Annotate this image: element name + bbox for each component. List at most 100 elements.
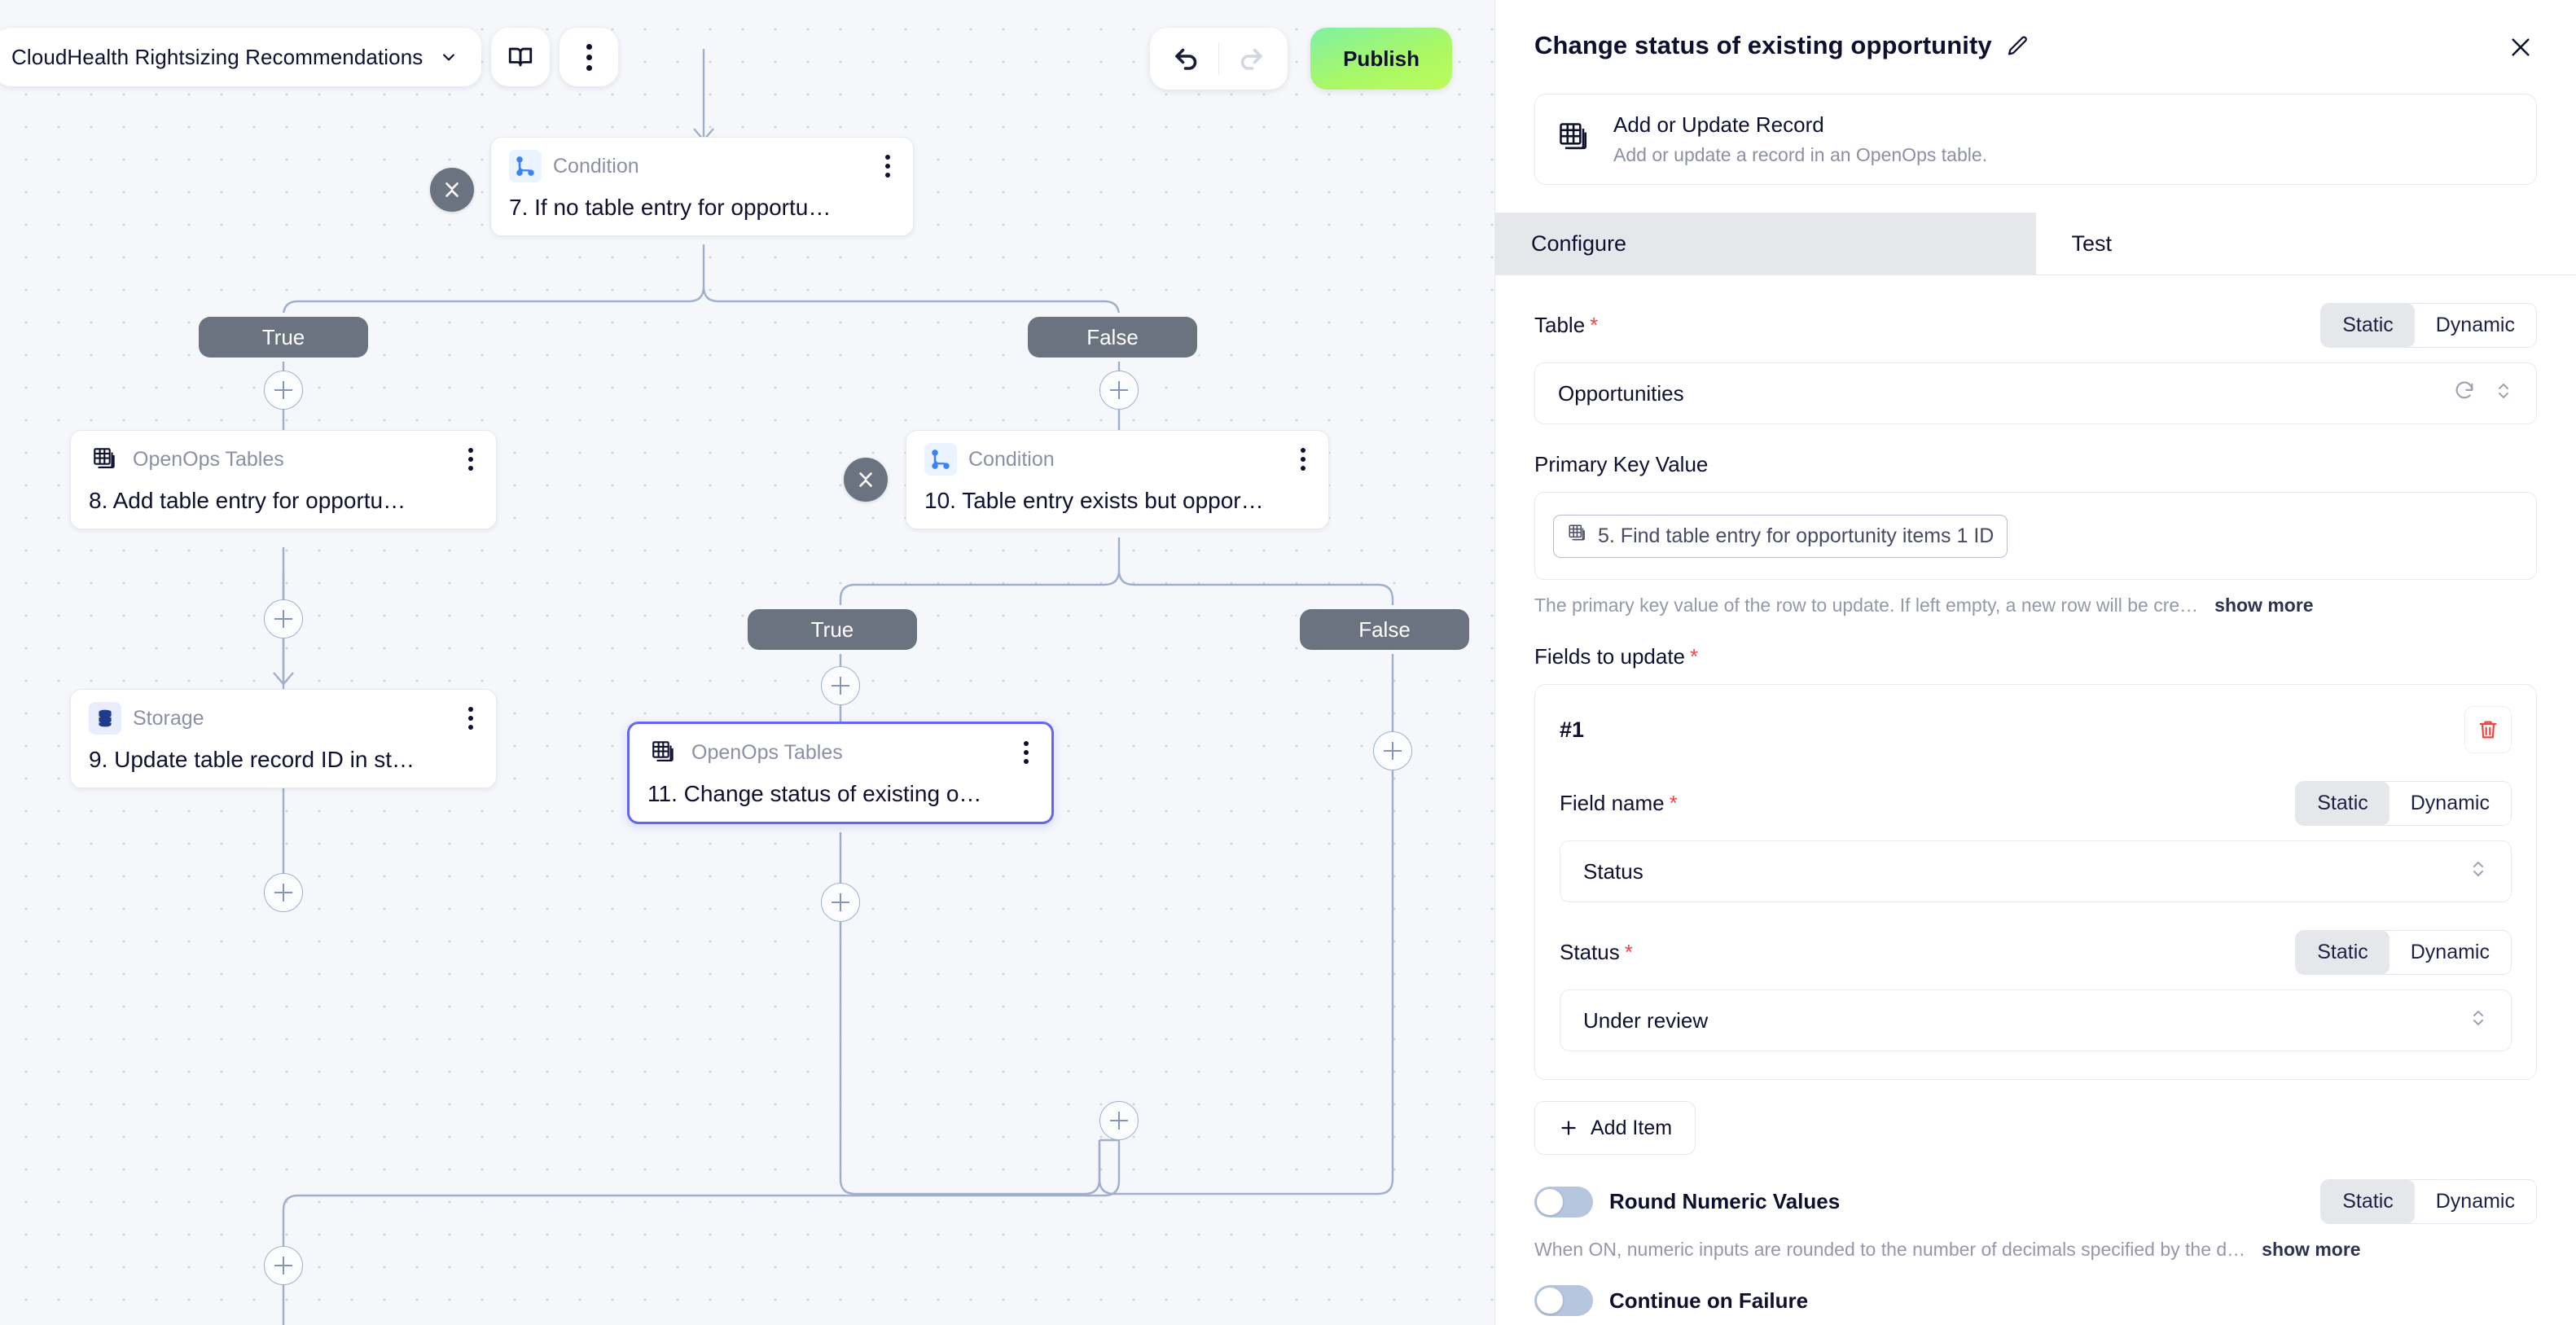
flow-more-menu-button[interactable] bbox=[560, 28, 619, 86]
openops-tables-icon bbox=[647, 736, 680, 769]
primary-key-helper-text: The primary key value of the row to upda… bbox=[1534, 594, 2199, 616]
primary-key-chip-label: 5. Find table entry for opportunity item… bbox=[1598, 524, 1995, 547]
node-header: OpenOps Tables bbox=[89, 442, 480, 476]
table-mode-static[interactable]: Static bbox=[2321, 304, 2415, 347]
add-step-button-true-7[interactable] bbox=[264, 371, 303, 410]
fields-to-update-label: Fields to update* bbox=[1534, 644, 1699, 669]
node-menu-button[interactable] bbox=[462, 445, 480, 474]
field-name-select[interactable]: Status bbox=[1560, 840, 2512, 902]
field-name-mode-static[interactable]: Static bbox=[2296, 782, 2389, 825]
panel-title: Change status of existing opportunity bbox=[1534, 31, 1992, 59]
field-item-index: #1 bbox=[1560, 717, 1585, 742]
undo-icon bbox=[1175, 48, 1197, 70]
step-settings-panel: Change status of existing opportunity Ad… bbox=[1494, 0, 2576, 1325]
round-numeric-label: Round Numeric Values bbox=[1609, 1189, 1841, 1213]
plus-icon bbox=[1561, 1121, 1576, 1135]
delete-field-button[interactable] bbox=[2464, 706, 2512, 753]
round-numeric-helper-text: When ON, numeric inputs are rounded to t… bbox=[1534, 1239, 2246, 1260]
status-mode-toggle: Static Dynamic bbox=[2295, 930, 2512, 975]
add-step-button-true-10[interactable] bbox=[821, 666, 860, 705]
branch-label-true-10[interactable]: True bbox=[748, 609, 917, 650]
piece-name: Add or Update Record bbox=[1613, 112, 1824, 137]
docs-button[interactable] bbox=[491, 28, 551, 86]
field-name-mode-toggle: Static Dynamic bbox=[2295, 781, 2512, 826]
node-header: Storage bbox=[89, 701, 480, 735]
chevrons-up-down-icon[interactable] bbox=[2494, 380, 2513, 408]
node-kind-label: OpenOps Tables bbox=[133, 447, 284, 471]
flow-node-storage-9[interactable]: Storage 9. Update table record ID in st… bbox=[70, 689, 497, 788]
continue-on-failure-toggle[interactable] bbox=[1534, 1285, 1593, 1316]
node-menu-button[interactable] bbox=[462, 704, 480, 733]
add-step-button-after-11[interactable] bbox=[821, 883, 860, 922]
add-step-button-merge-10[interactable] bbox=[1099, 1101, 1139, 1140]
table-mode-dynamic[interactable]: Dynamic bbox=[2414, 304, 2536, 347]
add-step-button-false-7[interactable] bbox=[1099, 371, 1139, 410]
collapse-branch-button-7[interactable] bbox=[430, 168, 474, 212]
status-mode-dynamic[interactable]: Dynamic bbox=[2389, 931, 2511, 974]
refresh-icon[interactable] bbox=[2453, 380, 2476, 408]
status-label-row: Status* Static Dynamic bbox=[1560, 930, 2512, 975]
toolbar-divider bbox=[1218, 42, 1220, 75]
add-step-button-after-9[interactable] bbox=[264, 873, 303, 912]
node-menu-button[interactable] bbox=[1294, 445, 1312, 474]
book-icon bbox=[509, 47, 533, 67]
node-kind-label: Condition bbox=[968, 447, 1055, 471]
status-label: Status* bbox=[1560, 940, 1633, 964]
status-select[interactable]: Under review bbox=[1560, 989, 2512, 1051]
primary-key-show-more[interactable]: show more bbox=[2214, 594, 2314, 616]
close-icon[interactable] bbox=[2504, 31, 2537, 68]
chevrons-up-down-icon[interactable] bbox=[2468, 858, 2488, 886]
node-menu-button[interactable] bbox=[879, 151, 897, 181]
openops-tables-icon bbox=[1567, 523, 1588, 550]
database-icon bbox=[89, 702, 121, 735]
flow-node-condition-10[interactable]: Condition 10. Table entry exists but opp… bbox=[906, 430, 1329, 529]
chevrons-up-down-icon[interactable] bbox=[2468, 1007, 2488, 1035]
table-select[interactable]: Opportunities bbox=[1534, 362, 2537, 424]
node-kind-label: OpenOps Tables bbox=[691, 740, 843, 764]
field-name-mode-dynamic[interactable]: Dynamic bbox=[2389, 782, 2511, 825]
round-numeric-helper: When ON, numeric inputs are rounded to t… bbox=[1534, 1239, 2537, 1261]
node-kind-label: Condition bbox=[553, 154, 639, 178]
tab-test[interactable]: Test bbox=[2035, 213, 2576, 274]
add-item-button[interactable]: Add Item bbox=[1534, 1101, 1696, 1155]
add-step-button-false-10[interactable] bbox=[1373, 731, 1412, 770]
primary-key-input[interactable]: 5. Find table entry for opportunity item… bbox=[1534, 492, 2537, 580]
flow-node-openops-tables-11[interactable]: OpenOps Tables 11. Change status of exis… bbox=[627, 722, 1054, 824]
collapse-chevrons-icon bbox=[445, 182, 459, 197]
add-step-button-merge-7[interactable] bbox=[264, 1246, 303, 1285]
add-item-label: Add Item bbox=[1591, 1116, 1673, 1139]
condition-branch-icon bbox=[924, 443, 957, 476]
node-title-label: 7. If no table entry for opportu… bbox=[509, 195, 832, 220]
add-step-button-after-8[interactable] bbox=[264, 599, 303, 638]
undo-button[interactable] bbox=[1155, 28, 1218, 90]
continue-on-failure-row: Continue on Failure bbox=[1534, 1285, 2537, 1316]
round-numeric-toggle[interactable] bbox=[1534, 1186, 1593, 1218]
round-numeric-mode-dynamic[interactable]: Dynamic bbox=[2414, 1180, 2536, 1223]
flow-node-condition-7[interactable]: Condition 7. If no table entry for oppor… bbox=[490, 137, 914, 236]
flow-canvas[interactable]: CloudHealth Rightsizing Recommendations bbox=[0, 0, 1494, 1325]
continue-on-failure-label: Continue on Failure bbox=[1609, 1288, 1809, 1313]
piece-description: Add or update a record in an OpenOps tab… bbox=[1613, 144, 1988, 165]
round-numeric-mode-static[interactable]: Static bbox=[2321, 1180, 2415, 1223]
publish-button[interactable]: Publish bbox=[1310, 28, 1452, 90]
table-select-actions bbox=[2453, 380, 2513, 408]
flow-node-openops-tables-8[interactable]: OpenOps Tables 8. Add table entry for op… bbox=[70, 430, 497, 529]
flow-name-selector[interactable]: CloudHealth Rightsizing Recommendations bbox=[0, 28, 482, 86]
status-mode-static[interactable]: Static bbox=[2296, 931, 2389, 974]
branch-label-false-7[interactable]: False bbox=[1028, 317, 1197, 358]
tab-configure[interactable]: Configure bbox=[1495, 213, 2036, 274]
branch-label-false-10[interactable]: False bbox=[1300, 609, 1469, 650]
node-title-label: 8. Add table entry for opportu… bbox=[89, 488, 406, 513]
primary-key-chip[interactable]: 5. Find table entry for opportunity item… bbox=[1553, 514, 2008, 558]
chevron-down-icon bbox=[443, 54, 455, 61]
redo-button[interactable] bbox=[1219, 28, 1283, 90]
status-select-actions bbox=[2468, 1007, 2488, 1035]
pencil-icon[interactable] bbox=[2005, 34, 2030, 63]
node-title-label: 9. Update table record ID in st… bbox=[89, 747, 415, 772]
node-title-label: 10. Table entry exists but oppor… bbox=[924, 488, 1264, 513]
round-numeric-show-more[interactable]: show more bbox=[2262, 1239, 2361, 1260]
branch-label-true-7[interactable]: True bbox=[199, 317, 368, 358]
configure-form: Table* Static Dynamic Opportunities bbox=[1495, 303, 2576, 1325]
node-menu-button[interactable] bbox=[1017, 738, 1035, 767]
collapse-branch-button-10[interactable] bbox=[844, 458, 888, 502]
